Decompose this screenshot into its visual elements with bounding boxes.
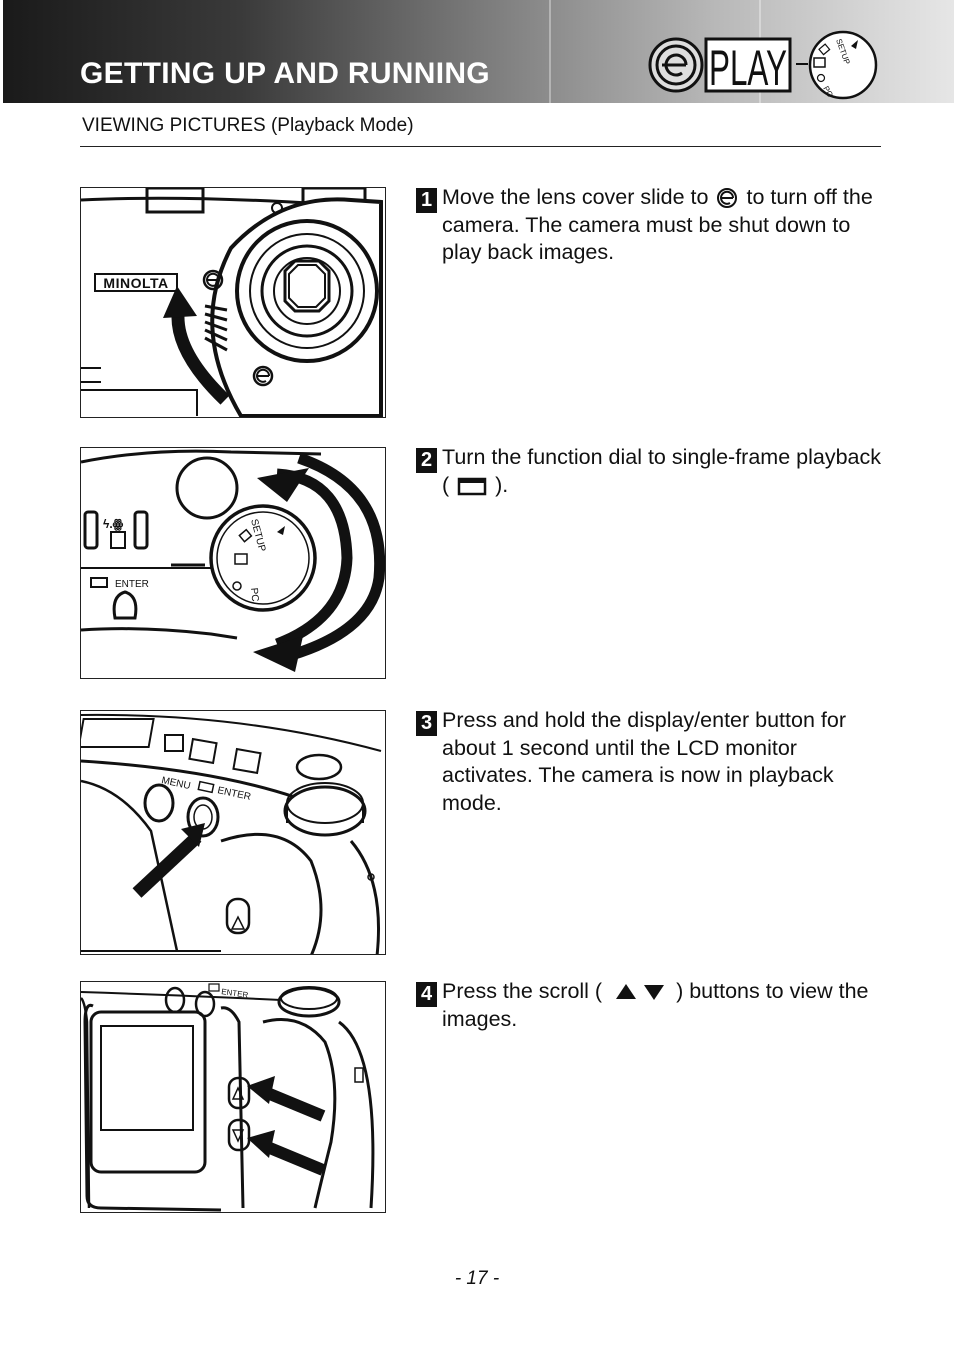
header-divider xyxy=(549,0,551,103)
step-text-part: Move the lens cover slide to xyxy=(442,185,709,209)
step-text: Move the lens cover slide to to turn off… xyxy=(442,184,882,267)
slide-arrow-icon xyxy=(163,286,197,318)
dial-pc-label: PC xyxy=(248,587,260,602)
function-dial-illustration: ϟ.ꙮ ENTER SETUP PC xyxy=(80,447,386,679)
enter-label-fig4: ENTER xyxy=(221,987,249,1000)
step-number: 3 xyxy=(416,711,437,736)
lens-cover-off-icon xyxy=(717,188,738,209)
display-enter-button xyxy=(186,796,220,838)
press-arrow-icon xyxy=(247,1076,275,1104)
header-band xyxy=(3,0,954,103)
step-text: Press and hold the display/enter button … xyxy=(442,708,846,815)
enter-label-fig2: ENTER xyxy=(115,579,149,590)
scroll-up-button xyxy=(227,1076,251,1110)
section-subtitle: VIEWING PICTURES (Playback Mode) xyxy=(82,115,414,136)
enter-button-illustration: MENU ENTER xyxy=(80,710,386,955)
page-number: - 17 - xyxy=(454,1268,500,1289)
step-text-part: ) buttons to view the images. xyxy=(442,979,869,1031)
step-number: 2 xyxy=(416,448,437,473)
lens-cover-illustration: MINOLTA xyxy=(80,187,386,418)
step-number: 1 xyxy=(416,188,437,213)
page-title: GETTING UP AND RUNNING xyxy=(80,57,490,90)
rotate-arrow-icon xyxy=(253,636,303,672)
scroll-up-down-icon xyxy=(616,984,665,1001)
scroll-down-button xyxy=(227,1118,251,1152)
step-text: Press the scroll ( ) buttons to view the… xyxy=(442,978,882,1033)
play-mode-logo: PLAY SETUP PC xyxy=(648,30,878,100)
press-arrow-icon xyxy=(247,1130,275,1158)
step-number: 4 xyxy=(416,982,437,1007)
rotate-arrow-icon xyxy=(257,468,309,502)
lens-cover-off-icon xyxy=(648,37,704,93)
header-rule xyxy=(80,146,881,147)
enter-label-fig3: ENTER xyxy=(216,785,251,803)
step-text-part: Press the scroll ( xyxy=(442,979,603,1003)
step-text-part: ). xyxy=(495,472,509,497)
step-text-part: to turn off the camera. The camera must … xyxy=(442,185,873,264)
brand-label: MINOLTA xyxy=(103,275,168,291)
step-text: Turn the function dial to single-frame p… xyxy=(442,444,882,499)
step-text-part: Turn the function dial to single-frame p… xyxy=(442,445,881,497)
play-logo-text: PLAY xyxy=(709,40,787,96)
single-frame-icon xyxy=(457,477,487,496)
menu-label: MENU xyxy=(160,775,191,792)
press-arrow-icon xyxy=(181,823,205,847)
function-dial-icon: SETUP PC xyxy=(808,30,878,100)
scroll-buttons-illustration: ENTER xyxy=(80,981,386,1213)
svg-text:ϟ.ꙮ: ϟ.ꙮ xyxy=(103,517,124,531)
